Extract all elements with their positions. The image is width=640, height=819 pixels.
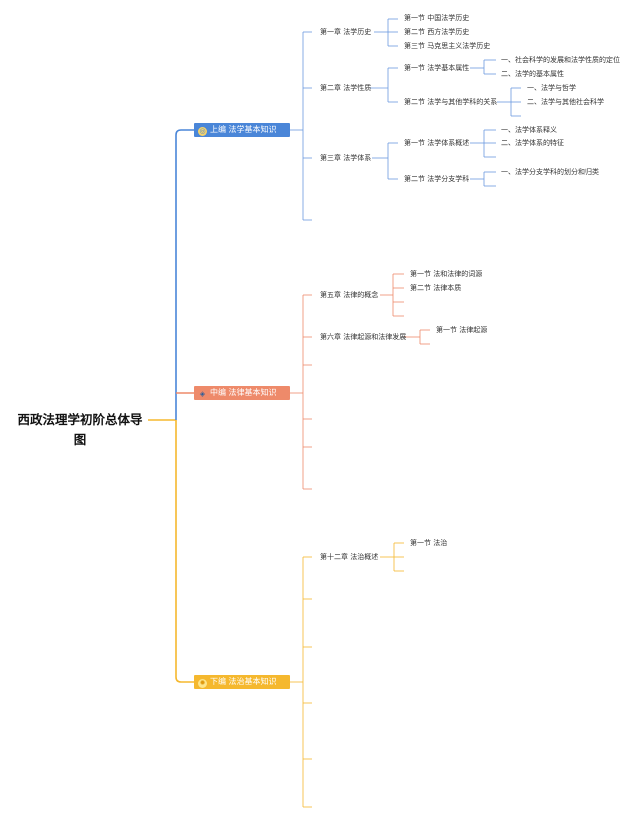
compass-icon: ◈ (198, 390, 207, 399)
item-node: 二、法学的基本属性 (501, 70, 564, 78)
section-node: 第一节 法学基本属性 (404, 64, 470, 72)
item-node: 一、社会科学的发展和法学性质的定位 (501, 56, 620, 64)
branch-part-three: ✹下编 法治基本知识 (194, 675, 290, 689)
item-node: 一、法学分支学科的划分和归类 (501, 168, 599, 176)
chapter-node: 第五章 法律的概念 (320, 291, 379, 299)
chapter-node: 第一章 法学历史 (320, 28, 372, 36)
chapter-node: 第三章 法学体系 (320, 154, 372, 162)
item-node: 一、法学体系释义 (501, 126, 557, 134)
branch-part-one: ◎上编 法学基本知识 (194, 123, 290, 137)
section-node: 第一节 法学体系概述 (404, 139, 470, 147)
chapter-node: 第二章 法学性质 (320, 84, 372, 92)
branch-part-two: ◈中编 法律基本知识 (194, 386, 290, 400)
globe-icon: ◎ (198, 127, 207, 136)
item-node: 一、法学与哲学 (527, 84, 576, 92)
chapter-node: 第十二章 法治概述 (320, 553, 379, 561)
section-node: 第二节 西方法学历史 (404, 28, 470, 36)
section-node: 第二节 法学分支学科 (404, 175, 470, 183)
sun-icon: ✹ (198, 679, 207, 688)
root-node: 西政法理学初阶总体导图 (17, 412, 143, 447)
section-node: 第三节 马克思主义法学历史 (404, 42, 491, 50)
section-node: 第二节 法律本质 (410, 284, 462, 292)
chapter-node: 第六章 法律起源和法律发展 (320, 333, 407, 341)
section-node: 第二节 法学与其他学科的关系 (404, 98, 498, 106)
item-node: 二、法学体系的特征 (501, 139, 564, 147)
section-node: 第一节 中国法学历史 (404, 14, 470, 22)
section-node: 第一节 法和法律的词源 (410, 270, 483, 278)
section-node: 第一节 法治 (410, 539, 448, 547)
section-node: 第一节 法律起源 (436, 326, 488, 334)
item-node: 二、法学与其他社会科学 (527, 98, 604, 106)
